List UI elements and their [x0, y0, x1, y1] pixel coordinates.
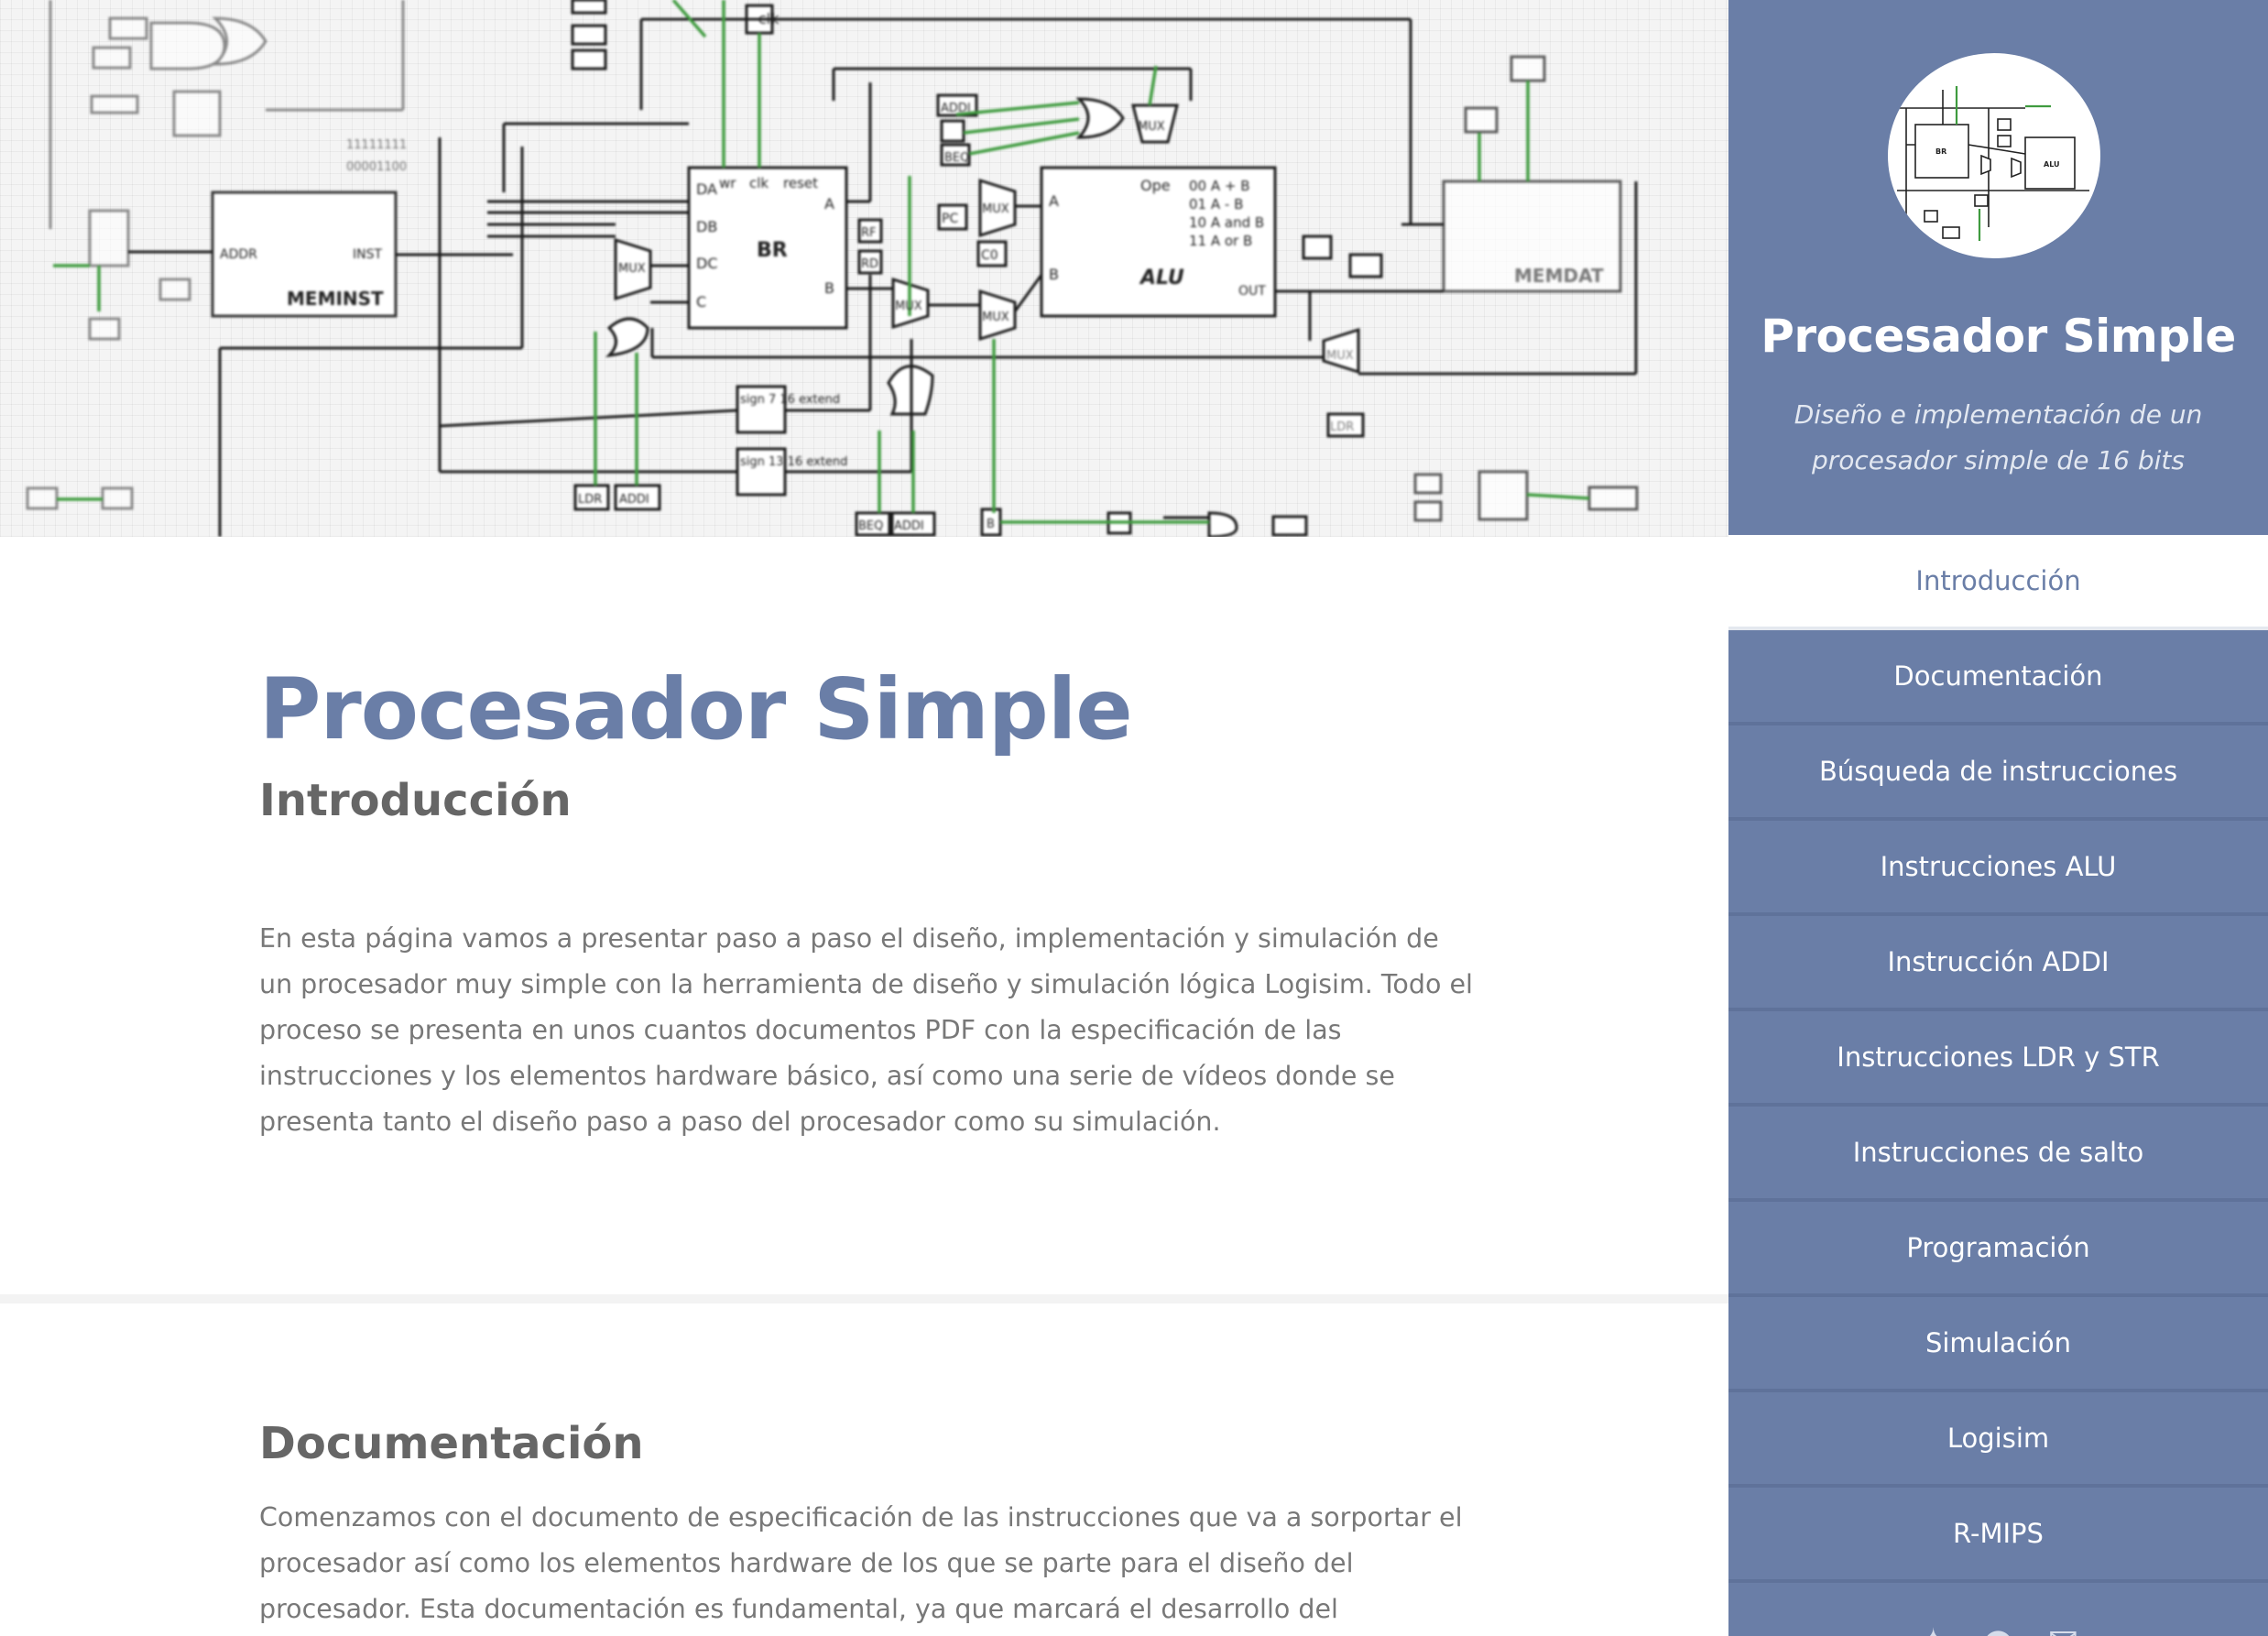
intro-heading: Introducción	[259, 775, 572, 827]
sidebar-nav: Introducción Documentación Búsqueda de i…	[1728, 535, 2268, 1583]
schematic-label: DA	[696, 180, 717, 198]
schematic-label: 01 A - B	[1189, 196, 1243, 213]
nav-item-documentacion[interactable]: Documentación	[1728, 630, 2268, 725]
schematic-label: B	[824, 279, 834, 297]
schematic-label: RD	[861, 257, 878, 271]
documentation-section: Documentación Comenzamos con el document…	[259, 1418, 1477, 1636]
schematic-label: BEQ	[944, 151, 969, 165]
schematic-label: MUX	[1138, 120, 1165, 134]
circuit-schematic: clk DA DB DC C wr clk reset A B BR ALU O…	[26, 0, 1639, 537]
nav-item-programacion[interactable]: Programación	[1728, 1202, 2268, 1297]
schematic-label: B	[987, 518, 995, 531]
email-icon[interactable]: ✉	[2048, 1621, 2079, 1636]
schematic-label: MUX	[1326, 349, 1354, 363]
schematic-label: BEQ	[858, 519, 883, 533]
documentation-paragraph: Comenzamos con el documento de especific…	[259, 1501, 1463, 1624]
schematic-label: sign 13 16 extend	[740, 455, 847, 469]
page-title: Procesador Simple	[259, 660, 1133, 758]
main-content: clk DA DB DC C wr clk reset A B BR ALU O…	[0, 0, 1728, 1636]
social-links: ✦ ● ✉	[1728, 1621, 2268, 1636]
sidebar: BR ALU Procesador Simple Diseño e implem…	[1728, 0, 2268, 1636]
schematic-label: DB	[696, 218, 717, 235]
schematic-label: ADDI	[619, 493, 649, 507]
schematic-label: clk	[758, 10, 780, 27]
schematic-label: PC	[942, 212, 958, 226]
header-banner-image: clk DA DB DC C wr clk reset A B BR ALU O…	[0, 0, 1728, 537]
schematic-label: BR	[757, 239, 788, 262]
schematic-label: DC	[696, 255, 718, 272]
nav-item-instruccion-addi[interactable]: Instrucción ADDI	[1728, 916, 2268, 1011]
nav-item-instrucciones-alu[interactable]: Instrucciones ALU	[1728, 821, 2268, 916]
schematic-label: ALU	[1139, 267, 1184, 289]
schematic-label: INST	[353, 247, 382, 262]
schematic-label: OUT	[1238, 284, 1266, 299]
schematic-label: Ope	[1140, 177, 1171, 194]
nav-item-logisim[interactable]: Logisim	[1728, 1392, 2268, 1488]
schematic-label: RF	[861, 226, 877, 240]
schematic-label: 00 A + B	[1189, 178, 1250, 194]
avatar-label: BR	[1935, 147, 1946, 156]
avatar: BR ALU	[1888, 53, 2100, 258]
nav-item-r-mips[interactable]: R-MIPS	[1728, 1488, 2268, 1583]
schematic-label: MEMINST	[287, 288, 384, 310]
intro-paragraph: En esta página vamos a presentar paso a …	[259, 922, 1473, 1137]
avatar-schematic-image: BR ALU	[1897, 86, 2089, 241]
twitter-icon[interactable]: ✦	[1918, 1621, 1949, 1636]
schematic-label: MEMDAT	[1514, 265, 1604, 287]
schematic-label: MUX	[895, 300, 922, 313]
schematic-label: C	[696, 293, 706, 311]
schematic-label: C0	[981, 248, 998, 263]
schematic-label: clk	[749, 175, 769, 191]
schematic-label: 00001100	[346, 160, 407, 174]
nav-item-simulacion[interactable]: Simulación	[1728, 1297, 2268, 1392]
avatar-label: ALU	[2044, 160, 2060, 169]
schematic-label: 10 A and B	[1189, 214, 1264, 231]
intro-section: Procesador Simple Introducción En esta p…	[259, 660, 1477, 1171]
schematic-label: B	[1049, 266, 1059, 283]
schematic-label: LDR	[578, 493, 602, 507]
nav-item-busqueda-instrucciones[interactable]: Búsqueda de instrucciones	[1728, 725, 2268, 821]
schematic-label: wr	[719, 175, 736, 191]
schematic-label: MUX	[982, 311, 1009, 324]
nav-item-instrucciones-ldr-str[interactable]: Instrucciones LDR y STR	[1728, 1011, 2268, 1107]
nav-item-introduccion[interactable]: Introducción	[1728, 535, 2268, 630]
nav-item-instrucciones-salto[interactable]: Instrucciones de salto	[1728, 1107, 2268, 1202]
schematic-label: ADDI	[941, 102, 971, 115]
schematic-label: A	[1049, 192, 1059, 210]
schematic-label: LDR	[1330, 420, 1354, 434]
documentation-heading: Documentación	[259, 1418, 644, 1469]
site-title[interactable]: Procesador Simple	[1761, 310, 2236, 363]
schematic-label: MUX	[618, 262, 646, 276]
section-divider	[0, 1294, 1728, 1303]
schematic-label: sign 7 16 extend	[740, 393, 840, 407]
schematic-label: ADDR	[220, 247, 257, 262]
schematic-label: A	[824, 195, 834, 213]
site-subtitle: Diseño e implementación de un procesador…	[1794, 399, 2203, 475]
github-icon[interactable]: ●	[1982, 1621, 2014, 1636]
schematic-label: ADDI	[894, 519, 924, 533]
schematic-label: 11111111	[346, 138, 407, 152]
schematic-label: 11 A or B	[1189, 233, 1252, 249]
schematic-label: reset	[783, 175, 818, 191]
schematic-label: MUX	[982, 202, 1009, 216]
